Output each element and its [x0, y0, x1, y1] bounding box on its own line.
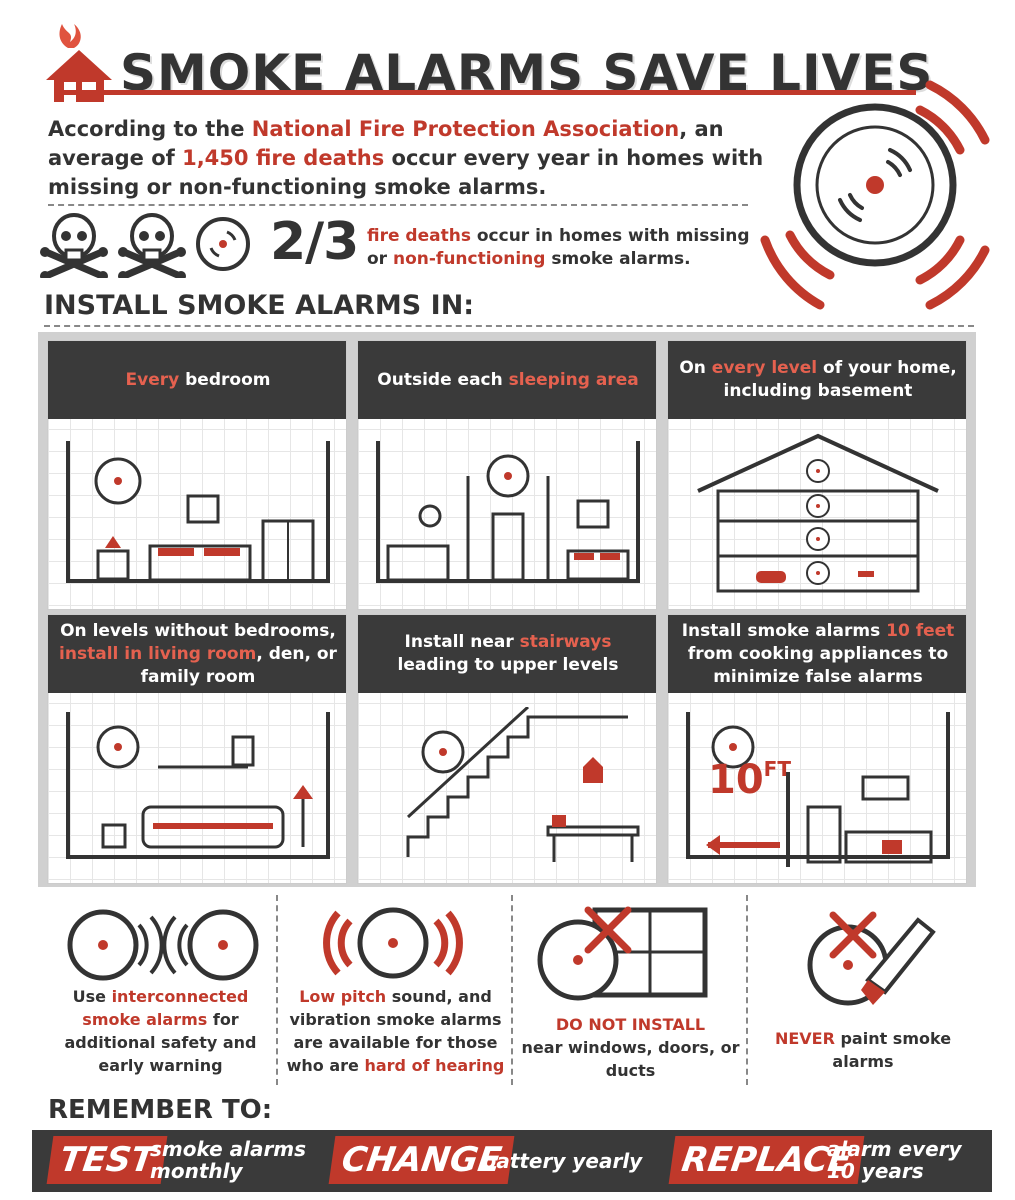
- intro-paragraph: According to the National Fire Protectio…: [48, 117, 764, 199]
- house-levels-scene: [697, 433, 939, 593]
- stairway-scene: [406, 707, 640, 862]
- hallway-scene: [376, 441, 640, 583]
- kitchen-scene: [686, 712, 950, 867]
- interconnected-alarms-icon: [67, 909, 259, 981]
- panel-bedroom: Every bedroom: [47, 340, 347, 610]
- divider: [511, 895, 513, 1085]
- install-locations-grid: Every bedroom Outside each sleeping area: [38, 332, 976, 887]
- tip-never-paint: NEVER paint smoke alarms: [753, 895, 973, 1085]
- panel-heading: Every bedroom: [48, 341, 346, 419]
- loud-alarm-icon: [323, 907, 463, 979]
- panel-living-room: On levels without bedrooms, install in l…: [47, 614, 347, 884]
- panel-every-level: On every level of your home, including b…: [667, 340, 967, 610]
- install-header: INSTALL SMOKE ALARMS IN:: [44, 290, 475, 321]
- change-desc: battery yearly: [482, 1149, 643, 1173]
- panel-heading: Install smoke alarms 10 feet from cookin…: [668, 615, 966, 693]
- panel-heading: On every level of your home, including b…: [668, 341, 966, 419]
- title-underline: [60, 90, 916, 95]
- tip-interconnected: Use interconnected smoke alarms for addi…: [48, 895, 273, 1085]
- smoke-alarm-icon: [196, 217, 250, 271]
- tip-hard-of-hearing: Low pitch sound, and vibration smoke ala…: [283, 895, 508, 1085]
- fraction-stat: 2/3: [270, 212, 359, 272]
- skull-crossbones-icon: [40, 213, 108, 278]
- remember-header: REMEMBER TO:: [48, 1095, 273, 1125]
- panel-cooking: Install smoke alarms 10 feet from cookin…: [667, 614, 967, 884]
- divider: [746, 895, 748, 1085]
- no-paint-icon: [807, 911, 936, 1006]
- divider: [276, 895, 278, 1085]
- stats-row: 2/3 fire deaths occur in homes with miss…: [40, 210, 760, 280]
- panel-stairways: Install near stairways leading to upper …: [357, 614, 657, 884]
- skull-crossbones-icon: [118, 213, 186, 278]
- divider: [44, 325, 974, 327]
- smoke-alarm-sounding-icon: [760, 80, 990, 310]
- divider: [48, 204, 748, 206]
- panel-sleeping-area: Outside each sleeping area: [357, 340, 657, 610]
- panel-heading: Outside each sleeping area: [358, 341, 656, 419]
- stat-text: fire deaths occur in homes with missing …: [367, 226, 750, 269]
- no-window-install-icon: [537, 906, 708, 1001]
- panel-heading: Install near stairways leading to upper …: [358, 615, 656, 693]
- living-room-scene: [66, 712, 330, 859]
- tips-row: Use interconnected smoke alarms for addi…: [38, 895, 978, 1090]
- ten-feet-label: 10FT: [708, 757, 791, 803]
- bedroom-scene: [66, 441, 330, 583]
- panel-heading: On levels without bedrooms, install in l…: [48, 615, 346, 693]
